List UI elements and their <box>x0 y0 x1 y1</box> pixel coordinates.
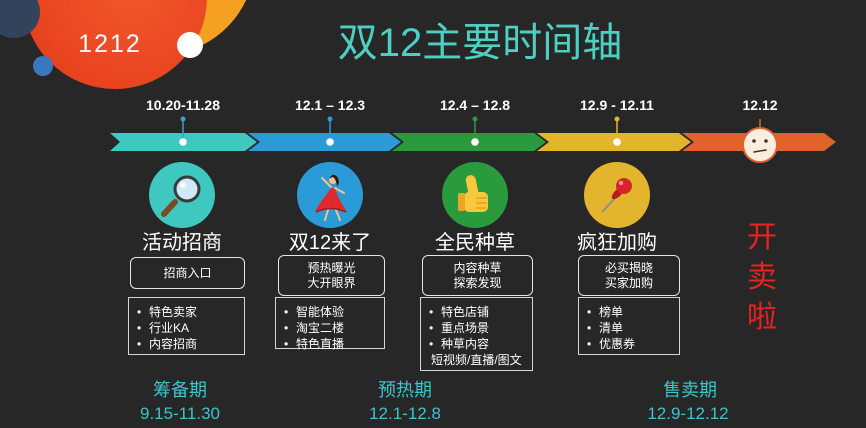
stage-label-1: 活动招商 <box>142 232 222 254</box>
date-label-2: 12.1 – 12.3 <box>294 97 366 113</box>
pushpin-icon <box>602 178 632 212</box>
dancer-arm-up <box>321 177 332 188</box>
magnifier-glass <box>173 175 201 203</box>
date-label-1: 10.20-11.28 <box>146 97 220 113</box>
magnifier-handle <box>161 199 178 217</box>
list-item: 种草内容 <box>429 336 532 352</box>
stage-label-2: 双12来了 <box>288 232 372 254</box>
highlight-box-3: 内容种草 探索发现 <box>422 255 533 296</box>
list-item: 特色店铺 <box>429 304 532 320</box>
node-dot-1 <box>179 138 187 146</box>
badge-1212: 1212 <box>78 30 142 58</box>
dancer-icon <box>315 174 347 221</box>
detail-list-2: 智能体验 淘宝二楼 特色直播 <box>275 297 385 352</box>
phase-name-1: 筹备期 <box>153 380 207 400</box>
face-mouth <box>753 149 767 153</box>
dancer-dress <box>315 188 347 212</box>
arrow-segment-3 <box>392 133 546 151</box>
list-item: 清单 <box>587 320 679 336</box>
detail-list-3: 特色店铺 重点场景 种草内容 短视频/直播/图文 <box>420 297 533 371</box>
face-eye-right <box>764 139 768 143</box>
highlight-text: 买家加购 <box>604 275 653 290</box>
highlight-text: 必买揭晓 <box>604 260 653 275</box>
list-item: 智能体验 <box>284 304 384 320</box>
phase-name-3: 售卖期 <box>663 380 717 400</box>
highlight-text: 预热曝光 <box>307 260 356 275</box>
dancer-hair <box>329 174 339 186</box>
decor-white-dot <box>177 32 203 58</box>
dancer-leg-left <box>324 209 329 221</box>
thumbs-up-icon <box>458 175 488 212</box>
pushpin-shine <box>618 180 624 186</box>
pushpin-needle <box>602 197 616 212</box>
phase-range-3: 12.9-12.12 <box>647 404 729 423</box>
stage-label-3: 全民种草 <box>435 232 515 254</box>
list-note: 短视频/直播/图文 <box>431 353 522 367</box>
node-dot-2 <box>326 138 334 146</box>
list-item: 内容招商 <box>137 336 244 352</box>
phase-name-2: 预热期 <box>378 380 432 400</box>
phase-range-2: 12.1-12.8 <box>369 404 441 423</box>
date-label-3: 12.4 – 12.8 <box>439 97 511 113</box>
pin-head-3 <box>472 116 478 122</box>
list-item: 重点场景 <box>429 320 532 336</box>
face-eye-left <box>752 139 756 143</box>
dancer-frill <box>315 207 347 213</box>
list-item: 行业KA <box>137 320 244 336</box>
list-item: 榜单 <box>587 304 679 320</box>
node-dot-4 <box>613 138 621 146</box>
page-title: 双12主要时间轴 <box>337 21 623 65</box>
stage-label-4: 疯狂加购 <box>577 232 657 254</box>
highlight-box-1: 招商入口 <box>130 257 245 289</box>
phase-range-1: 9.15-11.30 <box>139 404 221 423</box>
highlight-text: 大开眼界 <box>307 275 356 290</box>
highlight-text: 内容种草 <box>453 260 502 275</box>
face-icon <box>742 127 778 163</box>
dancer-leg-right <box>335 209 341 221</box>
highlight-box-4: 必买揭晓 买家加购 <box>578 255 680 296</box>
list-item: 特色直播 <box>284 336 384 352</box>
date-label-5: 12.12 <box>742 97 778 113</box>
magnifier-shine <box>180 182 186 188</box>
decor-blue-dot <box>33 56 53 76</box>
pin-head-1 <box>180 116 186 122</box>
detail-list-1: 特色卖家 行业KA 内容招商 <box>128 297 245 355</box>
highlight-text: 探索发现 <box>453 275 502 290</box>
sale-text-char: 啦 <box>747 301 777 334</box>
pushpin-head <box>616 178 632 194</box>
thumb-cuff <box>458 193 465 211</box>
detail-list-4: 榜单 清单 优惠券 <box>578 297 680 355</box>
pin-head-2 <box>327 116 333 122</box>
dancer-arm-out <box>334 187 345 194</box>
thumb <box>465 175 479 197</box>
thumb-fist <box>464 192 488 212</box>
pin-head-4 <box>614 116 620 122</box>
node-dot-3 <box>471 138 479 146</box>
date-label-4: 12.9 - 12.11 <box>580 97 654 113</box>
sale-text-char: 开 <box>747 221 777 254</box>
list-item: 淘宝二楼 <box>284 320 384 336</box>
sale-text-char: 卖 <box>747 261 777 294</box>
list-item: 优惠券 <box>587 336 679 352</box>
highlight-text: 招商入口 <box>163 265 212 280</box>
timeline-pins <box>179 116 761 146</box>
arrow-segment-2 <box>248 133 401 151</box>
list-item: 特色卖家 <box>137 304 244 320</box>
magnifier-icon <box>161 175 201 217</box>
highlight-box-2: 预热曝光 大开眼界 <box>278 255 385 296</box>
face-circle <box>742 127 778 163</box>
